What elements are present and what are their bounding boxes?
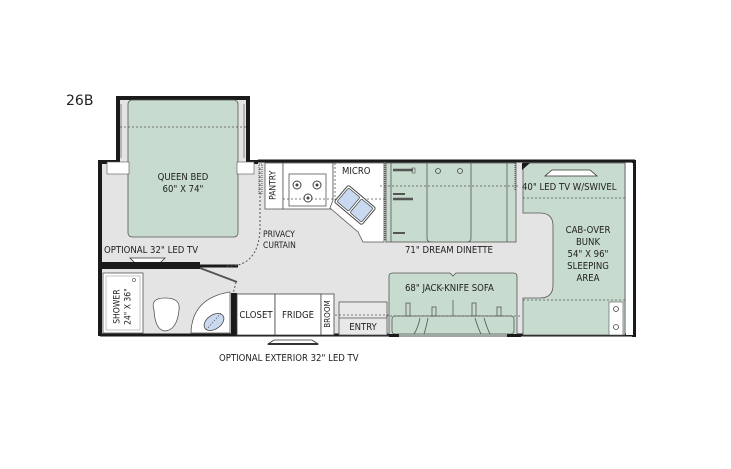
bed-size: 60" X 74" bbox=[162, 183, 204, 195]
broom-label: BROOM bbox=[323, 300, 332, 328]
shower-name: SHOWER bbox=[112, 289, 123, 324]
privacy-curtain-label: PRIVACY CURTAIN bbox=[263, 230, 296, 251]
model-number: 26B bbox=[66, 93, 94, 109]
micro-label: MICRO bbox=[342, 166, 371, 177]
bunk-line-2: BUNK bbox=[575, 236, 601, 248]
curtain-line-1: PRIVACY bbox=[263, 230, 295, 240]
fridge-label: FRIDGE bbox=[282, 310, 314, 321]
bunk-line-5: AREA bbox=[576, 272, 600, 284]
entry-label: ENTRY bbox=[349, 322, 377, 333]
bedroom-tv-label: OPTIONAL 32" LED TV bbox=[104, 245, 199, 256]
bunk-line-1: CAB-OVER bbox=[565, 225, 611, 236]
cab-tv-label: 40" LED TV W/SWIVEL bbox=[522, 182, 617, 193]
closet-label: CLOSET bbox=[239, 310, 273, 321]
bed-name: QUEEN BED bbox=[157, 172, 209, 183]
bunk-line-4: SLEEPING bbox=[567, 260, 609, 272]
dinette-label: 71" DREAM DINETTE bbox=[405, 245, 493, 256]
sofa-label: 68" JACK-KNIFE SOFA bbox=[405, 283, 494, 294]
exterior-tv-label: OPTIONAL EXTERIOR 32" LED TV bbox=[219, 353, 359, 364]
curtain-line-2: CURTAIN bbox=[263, 240, 296, 251]
cab-over-bunk-label: CAB-OVER BUNK 54" X 96" SLEEPING AREA bbox=[558, 225, 618, 284]
shower-label: SHOWER 24" X 36" bbox=[112, 276, 133, 338]
shower-size: 24" X 36" bbox=[123, 288, 133, 325]
queen-bed-label: QUEEN BED 60" X 74" bbox=[128, 172, 238, 196]
pantry-label: PANTRY bbox=[268, 170, 279, 200]
bunk-line-3: 54" X 96" bbox=[567, 248, 609, 260]
